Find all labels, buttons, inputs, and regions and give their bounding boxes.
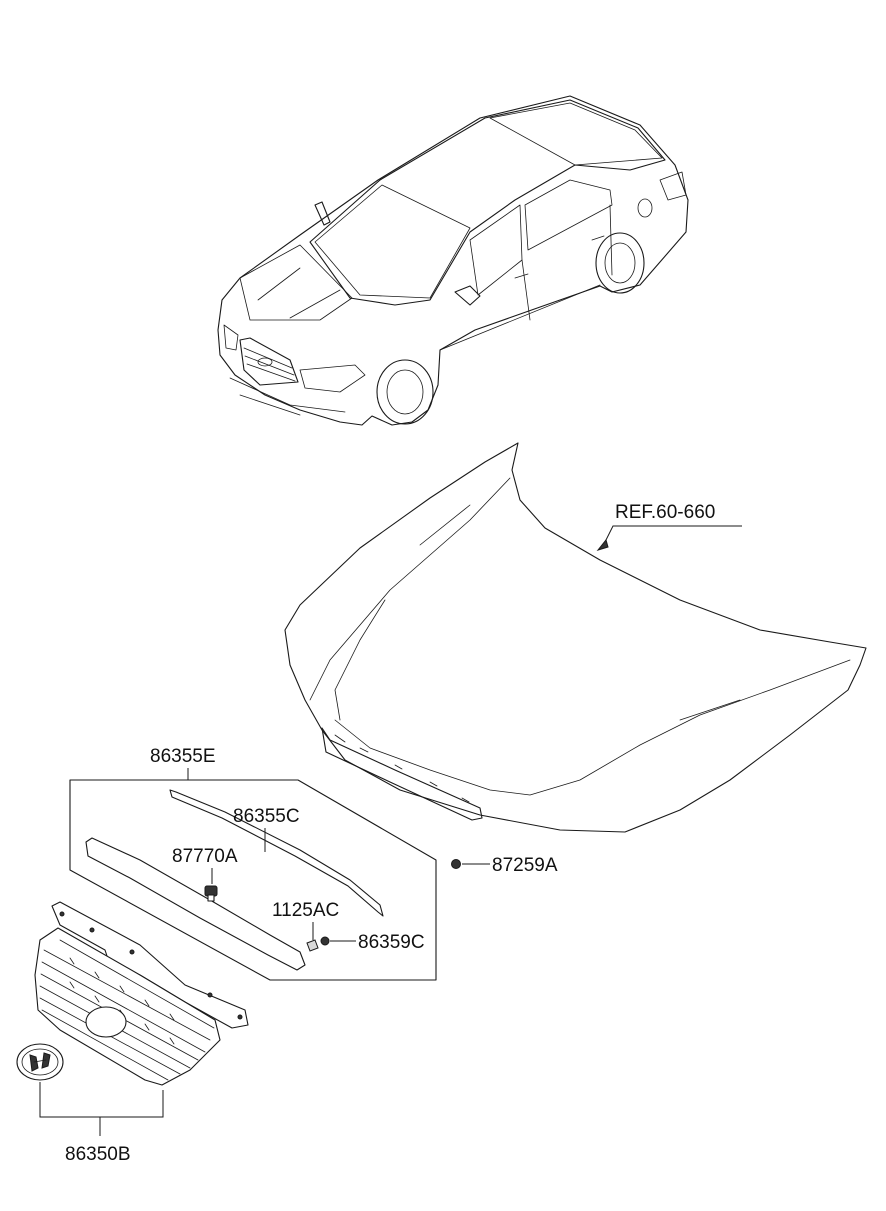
screw-1125ac: 1125AC bbox=[272, 900, 339, 952]
molding-86355c: 86355C bbox=[169, 789, 384, 917]
screw-label: 1125AC bbox=[272, 900, 339, 921]
assembly-box-outline bbox=[69, 779, 437, 981]
hood-panel bbox=[284, 442, 867, 833]
assembly-box-86355e: 86355E bbox=[69, 746, 437, 981]
fastener-86359c: 86359C bbox=[320, 932, 425, 953]
emblem-icon bbox=[16, 1043, 64, 1081]
molding-label: 86355C bbox=[233, 806, 300, 827]
nut-87259a: 87259A bbox=[451, 855, 558, 876]
garnish-strip bbox=[85, 837, 306, 971]
grille-assembly bbox=[34, 901, 249, 1086]
assembly-86355e-label: 86355E bbox=[150, 746, 216, 767]
ref-hood-label: REF.60-660 bbox=[615, 502, 715, 523]
clip-label: 87770A bbox=[172, 846, 238, 867]
fastener-label: 86359C bbox=[358, 932, 425, 953]
ref-hood-leader bbox=[601, 525, 742, 549]
nut-label: 87259A bbox=[492, 855, 558, 876]
car-illustration bbox=[217, 95, 689, 426]
clip-87770a: 87770A bbox=[172, 846, 238, 902]
ref-hood-callout: REF.60-660 bbox=[596, 502, 742, 551]
grille-label: 86350B bbox=[65, 1144, 131, 1165]
grille-callout: 86350B bbox=[39, 1082, 164, 1165]
